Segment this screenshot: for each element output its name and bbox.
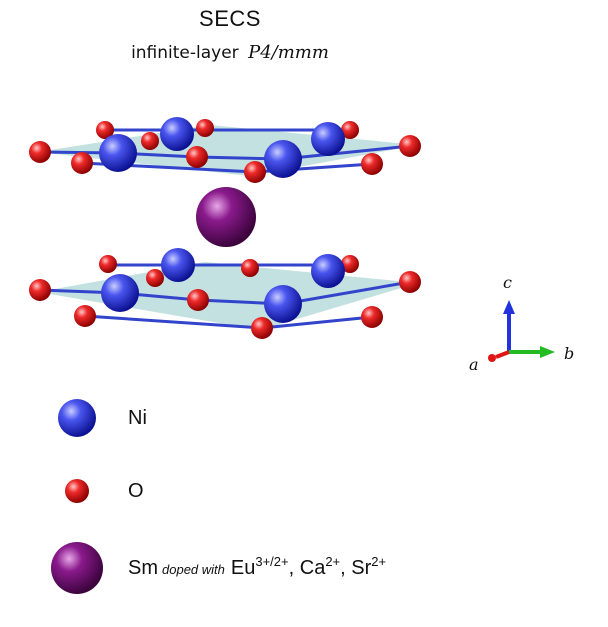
dopant-ca: Ca xyxy=(299,556,326,579)
ni-atom xyxy=(101,274,139,312)
o-atom xyxy=(196,119,214,137)
doping-note: doped with xyxy=(162,561,225,577)
o-atom xyxy=(361,306,383,328)
legend-label-o: O xyxy=(128,479,144,502)
axis-b-label: b xyxy=(564,344,575,363)
upper-nio2-layer xyxy=(29,117,421,183)
o-atom xyxy=(341,121,359,139)
eu-charge: 3+/2+ xyxy=(255,553,289,569)
ni-atom xyxy=(160,117,194,151)
legend-label-ni: Ni xyxy=(128,406,147,429)
o-atom xyxy=(186,146,208,168)
figure-subtitle: infinite-layer P4/mmm xyxy=(0,42,460,63)
o-legend-icon xyxy=(65,479,89,503)
o-atom xyxy=(74,305,96,327)
ni-atom xyxy=(264,285,302,323)
sm-legend-icon xyxy=(51,542,103,594)
o-atom xyxy=(399,271,421,293)
ni-legend-icon xyxy=(58,399,96,437)
lower-nio2-layer xyxy=(29,248,421,339)
o-atom xyxy=(99,255,117,273)
o-atom xyxy=(361,153,383,175)
o-atom xyxy=(251,317,273,339)
o-atom xyxy=(146,269,164,287)
dopant-sr: Sr xyxy=(351,556,372,579)
axis-c-label: c xyxy=(503,273,512,292)
sm-element: Sm xyxy=(128,556,158,579)
ni-atom xyxy=(311,254,345,288)
ni-atom xyxy=(311,122,345,156)
o-atom xyxy=(399,135,421,157)
sr-charge: 2+ xyxy=(371,553,387,569)
o-atom xyxy=(71,152,93,174)
o-atom xyxy=(141,132,159,150)
axis-c-head xyxy=(503,300,515,314)
axis-a-label: a xyxy=(469,355,479,374)
o-atom xyxy=(29,141,51,163)
ca-charge: 2+ xyxy=(325,553,341,569)
space-group: P4/mmm xyxy=(248,42,329,63)
axis-triad xyxy=(488,300,555,362)
o-atom xyxy=(241,259,259,277)
figure-title: SECS xyxy=(199,6,261,31)
o-atom xyxy=(96,121,114,139)
ni-atom xyxy=(161,248,195,282)
legend-item-o: O xyxy=(50,475,144,507)
o-atom xyxy=(29,279,51,301)
axis-a-arrow xyxy=(495,350,510,359)
legend-item-ni: Ni xyxy=(50,396,147,440)
ni-atom xyxy=(99,134,137,172)
o-atom xyxy=(244,161,266,183)
ni-atom xyxy=(264,140,302,178)
o-atom xyxy=(341,255,359,273)
dopant-eu: Eu xyxy=(230,556,256,579)
sm-atom xyxy=(196,187,256,247)
o-atom xyxy=(187,289,209,311)
axis-b-head xyxy=(540,346,555,358)
structure-type: infinite-layer xyxy=(131,43,239,63)
axis-a-head xyxy=(488,354,496,362)
